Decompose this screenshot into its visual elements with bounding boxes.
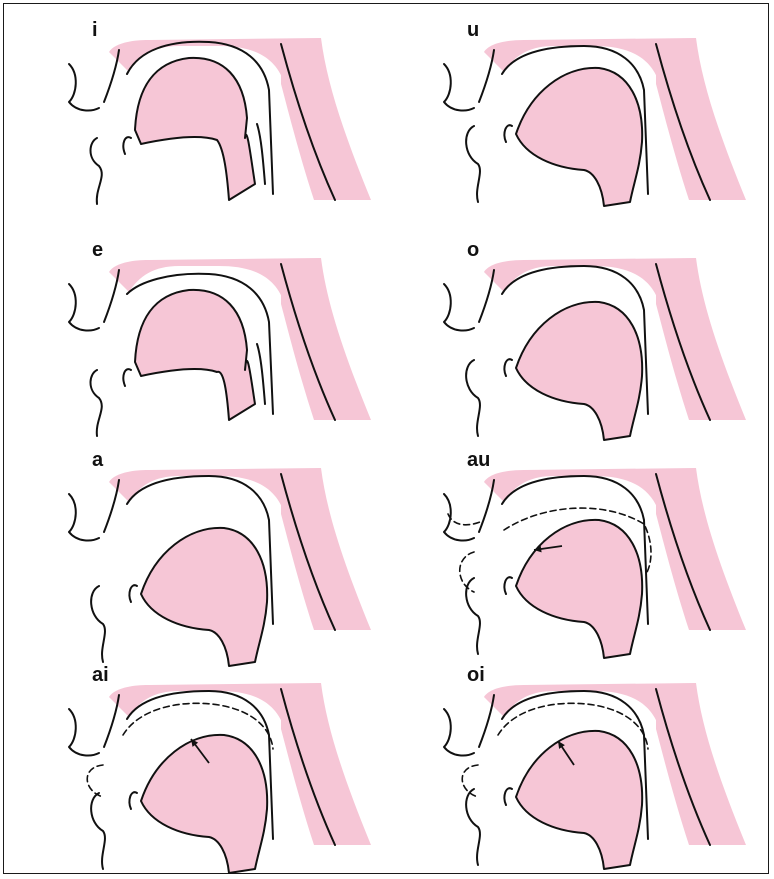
- vowel-panel-e: e: [59, 244, 389, 444]
- vowel-panel-oi: oi: [434, 669, 764, 869]
- tongue: [135, 290, 255, 420]
- upper-lip: [444, 284, 474, 330]
- lower-teeth: [504, 359, 512, 376]
- vocal-tract-drawing: [59, 24, 389, 224]
- vocal-tract-drawing: [59, 454, 389, 654]
- diagram-frame: i u e o a au ai oi: [3, 3, 769, 874]
- vocal-tract-drawing: [434, 454, 764, 654]
- lower-teeth: [123, 369, 131, 386]
- lower-teeth: [123, 137, 131, 154]
- lower-lip: [466, 789, 480, 865]
- upper-lip-outline: [104, 270, 119, 322]
- vocal-tract-drawing: [59, 669, 389, 869]
- upper-lip-outline: [104, 50, 119, 102]
- upper-lip: [444, 709, 474, 755]
- vocal-tract-drawing: [434, 244, 764, 444]
- upper-lip-outline: [479, 695, 494, 747]
- tongue: [516, 520, 642, 658]
- tongue: [516, 731, 642, 869]
- tongue: [516, 302, 642, 440]
- upper-lip: [444, 494, 474, 540]
- lower-lip: [466, 360, 480, 436]
- epiglottis: [257, 124, 265, 184]
- vocal-tract-drawing: [434, 24, 764, 224]
- upper-lip-outline: [479, 480, 494, 532]
- lower-teeth: [129, 792, 137, 809]
- lower-lip: [91, 586, 105, 662]
- lower-lip: [91, 370, 102, 436]
- upper-lip: [69, 494, 99, 540]
- upper-lip: [69, 64, 99, 110]
- vowel-panel-u: u: [434, 24, 764, 224]
- upper-lip-outline: [104, 695, 119, 747]
- vowel-panel-a: a: [59, 454, 389, 654]
- upper-lip: [69, 284, 99, 330]
- upper-lip-outline: [479, 270, 494, 322]
- lower-teeth: [504, 125, 512, 142]
- lower-lip: [91, 138, 102, 204]
- vowel-panel-o: o: [434, 244, 764, 444]
- tongue: [141, 528, 267, 666]
- lower-teeth: [504, 577, 512, 594]
- tongue: [135, 58, 255, 200]
- vowel-panel-i: i: [59, 24, 389, 224]
- vowel-panel-ai: ai: [59, 669, 389, 869]
- upper-lip-outline: [104, 480, 119, 532]
- epiglottis: [257, 344, 265, 404]
- vowel-panel-au: au: [434, 454, 764, 654]
- upper-lip-outline: [479, 50, 494, 102]
- tongue: [516, 68, 642, 206]
- vocal-tract-drawing: [59, 244, 389, 444]
- upper-lip: [444, 64, 474, 110]
- lower-teeth: [129, 585, 137, 602]
- upper-lip: [69, 709, 99, 755]
- vocal-tract-drawing: [434, 669, 764, 869]
- lower-lip: [466, 126, 480, 202]
- lower-teeth: [504, 788, 512, 805]
- lower-lip: [91, 793, 105, 869]
